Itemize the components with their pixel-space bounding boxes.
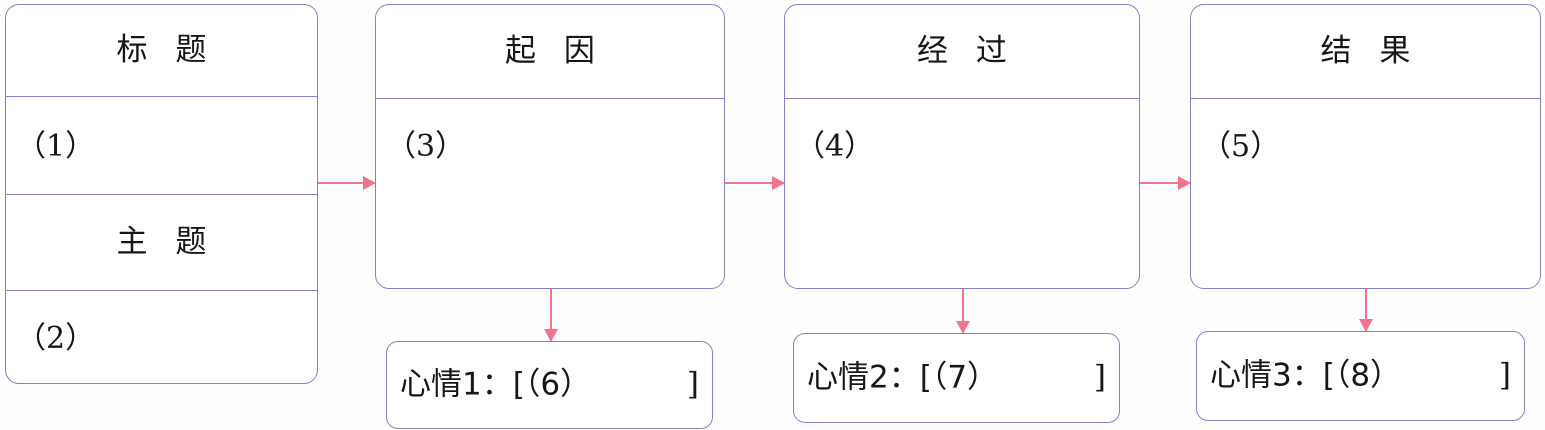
mood-1-text: 心情1：[（6） ]	[400, 366, 699, 403]
arrow-title-to-cause	[318, 182, 375, 184]
stage-card-cause: 起因 （3）	[375, 4, 725, 289]
title-header-row: 标题	[6, 5, 317, 96]
mood-2-close: ]	[1093, 359, 1106, 396]
cause-header-label: 起因	[505, 33, 623, 69]
theme-answer-row[interactable]: （2）	[6, 290, 317, 383]
title-card-divider-2	[6, 194, 317, 195]
result-answer-row[interactable]: （5）	[1191, 98, 1540, 288]
result-header-label: 结果	[1320, 33, 1439, 69]
mood-3-lead: 心情3：[（8）	[1210, 357, 1402, 394]
arrow-process-to-result	[1140, 182, 1190, 184]
title-answer-row[interactable]: （1）	[6, 96, 317, 194]
process-answer-row[interactable]: （4）	[785, 98, 1139, 288]
result-header-row: 结果	[1191, 5, 1540, 98]
cause-card-divider	[376, 98, 724, 99]
process-header-label: 经过	[917, 33, 1035, 69]
process-card-divider	[785, 98, 1139, 99]
arrow-process-to-mood2	[962, 289, 964, 333]
blank-label-3: （3）	[386, 129, 466, 164]
blank-label-5: （5）	[1201, 129, 1281, 164]
stage-card-process: 经过 （4）	[784, 4, 1140, 289]
title-card-divider-3	[6, 290, 317, 291]
arrow-cause-to-mood1	[550, 289, 552, 341]
cause-header-row: 起因	[376, 5, 724, 98]
title-theme-card: 标题 （1） 主题 （2）	[5, 4, 318, 384]
mood-1-lead: 心情1：[（6）	[400, 366, 592, 403]
stage-card-result: 结果 （5）	[1190, 4, 1541, 289]
mood-3-close: ]	[1498, 357, 1511, 394]
arrow-result-to-mood3	[1365, 289, 1367, 331]
mood-box-2[interactable]: 心情2：[（7） ]	[793, 333, 1120, 423]
blank-label-4: （4）	[795, 129, 875, 164]
mood-box-3[interactable]: 心情3：[（8） ]	[1196, 331, 1525, 421]
mood-3-text: 心情3：[（8） ]	[1210, 357, 1511, 394]
mood-2-lead: 心情2：[（7）	[807, 359, 999, 396]
cause-answer-row[interactable]: （3）	[376, 98, 724, 288]
mood-1-close: ]	[686, 366, 699, 403]
result-card-divider	[1191, 98, 1540, 99]
process-header-row: 经过	[785, 5, 1139, 98]
title-card-divider-1	[6, 96, 317, 97]
theme-header-row: 主题	[6, 194, 317, 290]
mood-2-text: 心情2：[（7） ]	[807, 359, 1106, 396]
blank-label-1: （1）	[16, 129, 96, 164]
blank-label-2: （2）	[16, 321, 96, 356]
theme-header-label: 主题	[116, 223, 235, 260]
title-header-label: 标题	[116, 32, 235, 68]
mood-box-1[interactable]: 心情1：[（6） ]	[386, 341, 713, 429]
arrow-cause-to-process	[725, 182, 784, 184]
